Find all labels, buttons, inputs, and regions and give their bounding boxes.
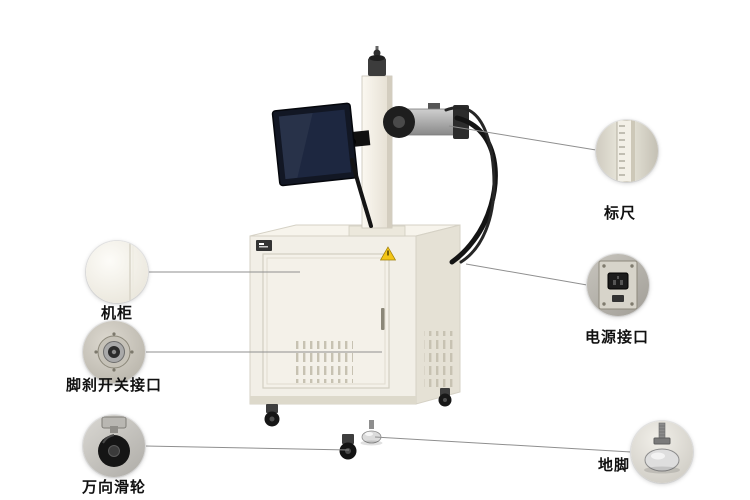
door-handle [381, 308, 385, 330]
connector-line-ruler [448, 125, 597, 151]
laser-rail [383, 103, 469, 139]
brand-logo-plate [256, 240, 272, 251]
column-top-cap [368, 46, 386, 76]
connector-line-foot [374, 436, 632, 453]
caster-wheel-icon [98, 416, 130, 467]
connector-line-power [465, 263, 588, 286]
power-label: 电源接口 [584, 329, 650, 346]
power-photo [587, 254, 649, 316]
ruler-label: 标尺 [603, 205, 637, 222]
monitor [271, 102, 371, 187]
cabinet-surface-icon [129, 241, 134, 303]
front-vents [293, 341, 353, 383]
leveling-foot-icon [644, 422, 680, 474]
foot-label: 地脚 [597, 457, 631, 474]
warning-label-icon [379, 246, 397, 261]
leveling-foot [360, 420, 383, 446]
caster-label: 万向滑轮 [81, 479, 147, 496]
foot-brake-connector-icon [94, 332, 134, 372]
foot-photo [631, 421, 693, 483]
cabinet-base [250, 396, 416, 404]
cables [350, 106, 498, 265]
column-ruler-icon [616, 120, 635, 182]
connector-line-caster [144, 445, 350, 451]
cabinet [249, 224, 461, 405]
column [348, 46, 406, 237]
caster-photo [83, 415, 145, 477]
monitor-screen [278, 109, 352, 180]
side-vents [424, 331, 454, 387]
ruler-photo [596, 120, 658, 182]
power-socket-icon [598, 260, 638, 310]
head-end-block [453, 105, 469, 139]
cabinet-label: 机柜 [100, 305, 134, 322]
foot-brake-photo [83, 321, 145, 383]
cabinet-photo [86, 241, 148, 303]
foot-brake-label: 脚刹开关接口 [65, 377, 163, 394]
casters-and-feet [264, 388, 452, 460]
callout-lines [144, 125, 632, 453]
